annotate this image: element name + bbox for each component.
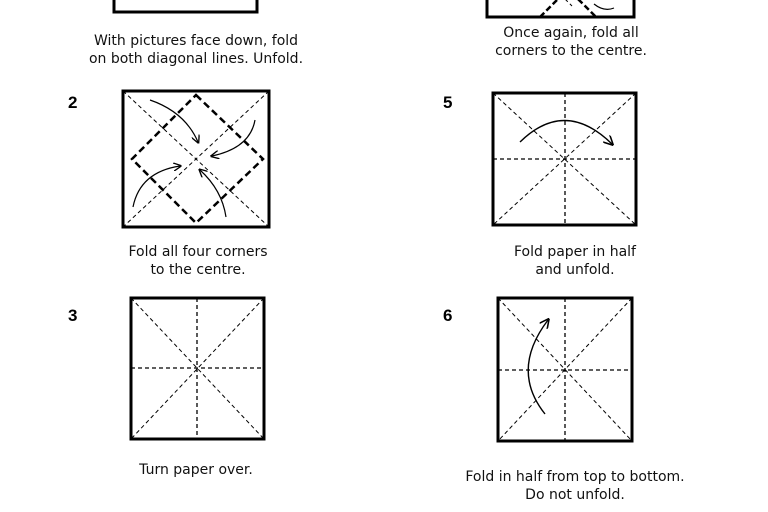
step-number: 2 [68,93,78,112]
caption-line: Turn paper over. [139,462,253,478]
step-2-caption: Fold all four corners to the centre. [78,243,318,279]
caption-line: to the centre. [150,262,246,278]
caption-line: With pictures face down, fold [93,33,299,49]
step-4-caption: Once again, fold all corners to the cent… [451,24,691,60]
step-number: 6 [443,306,453,325]
step-6-caption: Fold in half from top to bottom. Do not … [445,468,705,504]
caption-line: on both diagonal lines. Unfold. [88,51,304,67]
step-3-caption: Turn paper over. [76,461,316,479]
caption-line: Fold in half from top to bottom. [465,469,685,485]
caption-line: Fold all four corners [128,244,268,260]
step-1-square [112,0,259,14]
step-2-square [121,89,271,229]
step-number: 3 [68,306,78,325]
caption-line: and unfold. [535,262,615,278]
step-4-square [485,0,636,19]
step-1-caption: With pictures face down, fold on both di… [76,32,316,68]
step-5-caption: Fold paper in half and unfold. [455,243,695,279]
caption-line: corners to the centre. [495,43,647,59]
caption-line: Do not unfold. [525,487,625,503]
caption-line: Fold paper in half [513,244,636,260]
step-number: 5 [443,93,453,112]
step-5-square [491,91,638,227]
step-6-square [496,296,634,443]
step-3-square [129,296,266,441]
caption-line: Once again, fold all [503,25,639,41]
